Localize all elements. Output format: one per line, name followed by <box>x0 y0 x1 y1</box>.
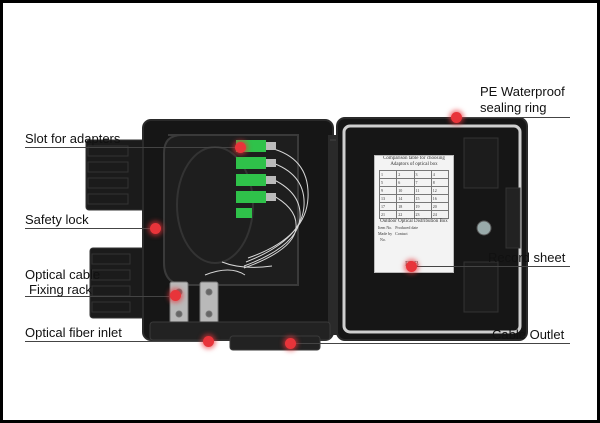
grid-cell: 12 <box>430 186 450 195</box>
grid-cell: 3 <box>413 170 432 179</box>
grid-cell: 11 <box>413 186 432 195</box>
label-safety-lock: Safety lock <box>25 212 89 227</box>
fiber-bundle <box>204 147 309 276</box>
callout-line-outlet <box>290 343 570 344</box>
table-row: 13 14 15 16 <box>378 194 450 203</box>
label-slot-for-adapters: Slot for adapters <box>25 131 121 146</box>
grid-cell: 23 <box>413 210 432 219</box>
marker-slot <box>235 142 246 153</box>
marker-record <box>406 261 417 272</box>
callout-line-slot <box>25 147 240 148</box>
callout-line-safety <box>25 228 155 229</box>
grid-cell: 10 <box>396 186 415 195</box>
grid-cell: 16 <box>430 194 450 203</box>
table-row: 17 18 19 20 <box>378 202 450 211</box>
bottom-ports <box>149 321 331 351</box>
left-clamps <box>85 139 149 319</box>
field-key: Made by <box>378 231 393 236</box>
sheet-title-1: Comparison table for choosing <box>383 156 445 161</box>
grid-cell: 18 <box>396 202 415 211</box>
marker-outlet <box>285 338 296 349</box>
grid-cell: 19 <box>413 202 432 211</box>
callout-line-inlet <box>25 341 210 342</box>
field-value: Contact <box>395 231 408 236</box>
table-row: 21 22 23 24 <box>378 210 450 219</box>
label-fixing-line1: Optical cable <box>25 267 101 282</box>
label-record-sheet: Record sheet <box>488 250 566 265</box>
sheet-subtitle: Outdoor Optical Distribution Box <box>380 219 448 224</box>
table-row: 1 2 3 4 <box>378 170 450 179</box>
sheet-grid: 1 2 3 4 5 6 7 8 9 10 11 12 13 14 15 16 1… <box>378 170 450 219</box>
label-waterproof-line1: PE Waterproof <box>480 84 565 99</box>
grid-cell: 5 <box>378 178 398 187</box>
table-row: 9 10 11 12 <box>378 186 450 195</box>
sheet-field: No. <box>375 237 453 243</box>
grid-cell: 13 <box>378 194 398 203</box>
callout-line-record <box>412 266 570 267</box>
cable-fixing-racks <box>169 281 219 325</box>
grid-cell: 14 <box>396 194 415 203</box>
grid-cell: 17 <box>378 202 398 211</box>
sheet-title-2: Adaptors of optical box <box>390 162 438 167</box>
sheet-field: Made by Contact <box>375 231 453 237</box>
sheet-field: Item No. Produced date <box>375 225 453 231</box>
marker-inlet <box>203 336 214 347</box>
grid-cell: 24 <box>430 210 450 219</box>
grid-cell: 2 <box>396 170 415 179</box>
label-waterproof-line2: sealing ring <box>480 100 547 115</box>
grid-cell: 4 <box>430 170 450 179</box>
grid-cell: 15 <box>413 194 432 203</box>
record-sheet-card: Comparison table for choosing Adaptors o… <box>374 155 454 273</box>
field-value: Produced date <box>395 225 418 230</box>
grid-cell: 22 <box>396 210 415 219</box>
marker-waterproof <box>451 112 462 123</box>
label-fixing-line2: Fixing rack <box>29 282 92 297</box>
marker-safety <box>150 223 161 234</box>
table-row: 5 6 7 8 <box>378 178 450 187</box>
grid-cell: 20 <box>430 202 450 211</box>
grid-cell: 9 <box>378 186 398 195</box>
grid-cell: 21 <box>378 210 398 219</box>
splice-tray <box>163 134 299 286</box>
grid-cell: 8 <box>430 178 450 187</box>
label-fiber-inlet: Optical fiber inlet <box>25 325 122 340</box>
callout-line-waterproof <box>458 117 570 118</box>
marker-fixing <box>170 290 181 301</box>
grid-cell: 1 <box>378 170 398 179</box>
label-cable-outlet: Cable Outlet <box>492 327 565 342</box>
field-value: No. <box>380 237 386 242</box>
field-key: Item No. <box>378 225 393 230</box>
grid-cell: 6 <box>396 178 415 187</box>
grid-cell: 7 <box>413 178 432 187</box>
callout-line-fixing <box>25 296 175 297</box>
